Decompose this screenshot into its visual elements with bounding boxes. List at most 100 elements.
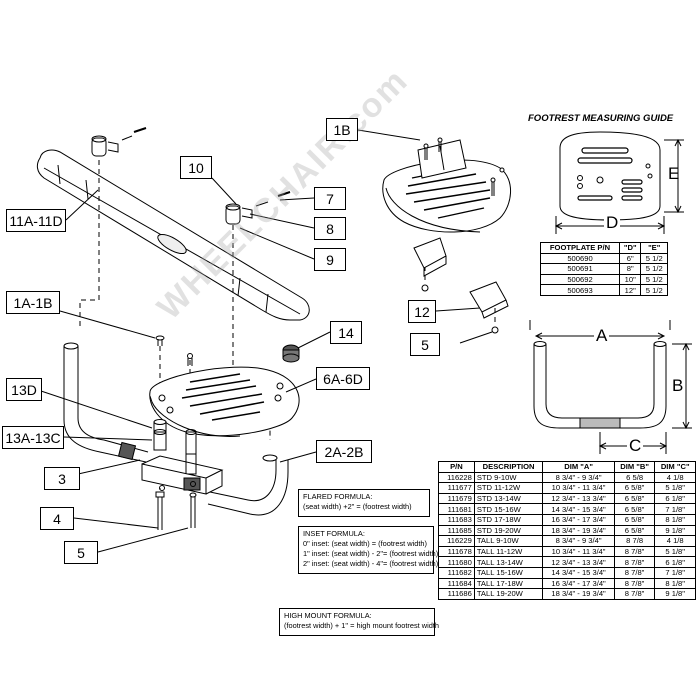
- callout-7: 7: [314, 187, 346, 210]
- formula-line: (footrest width) + 1" = high mount footr…: [284, 621, 440, 630]
- table-cell: STD 19-20W: [473, 524, 544, 537]
- table-cell: 5 1/2: [640, 252, 668, 265]
- callout-13a-13c: 13A-13C: [2, 426, 64, 449]
- table-cell: 12 3/4" - 13 3/4": [542, 492, 615, 505]
- callout-9: 9: [314, 248, 346, 271]
- table-cell: 111681: [438, 503, 475, 515]
- table-cell: 16 3/4" - 17 3/4": [542, 577, 615, 590]
- formula-line: 1" inset: (seat width) - 2"= (footrest w…: [303, 549, 439, 558]
- table-cell: 8 7/8": [613, 545, 656, 558]
- angle-adjustable-footplate-drawing: [382, 137, 511, 334]
- cap-drawing: [282, 344, 300, 363]
- footplate-measure-drawing: [554, 131, 684, 234]
- table-header: DESCRIPTION: [473, 461, 544, 473]
- callout-13d: 13D: [6, 378, 42, 401]
- table-cell: STD 15-16W: [473, 503, 544, 515]
- spacer-drawing: [153, 419, 197, 475]
- table-cell: 6 5/8": [613, 482, 656, 494]
- callout-8: 8: [314, 217, 346, 240]
- table-cell: 111680: [438, 556, 475, 568]
- table-cell: STD 11-12W: [473, 482, 544, 494]
- table-cell: 8 7/8": [613, 556, 656, 568]
- footplate-table: FOOTPLATE P/N "D" "E" 500690 6" 5 1/2 50…: [539, 242, 668, 296]
- table-header: DIM "A": [542, 461, 615, 473]
- table-cell: 6 5/8": [613, 492, 656, 505]
- dim-d-label: D: [604, 213, 621, 233]
- callout-5-right: 5: [410, 333, 440, 356]
- table-row: 500692 10" 5 1/2: [539, 273, 668, 286]
- table-header: "E": [640, 242, 668, 254]
- callout-6a-6d: 6A-6D: [316, 367, 370, 390]
- table-cell: 10 3/4" - 11 3/4": [542, 482, 615, 494]
- callout-1a-1b: 1A-1B: [6, 291, 60, 314]
- table-cell: 5 1/8": [654, 482, 696, 494]
- table-cell: 10 3/4" - 11 3/4": [542, 545, 615, 558]
- callout-4: 4: [40, 507, 74, 530]
- table-cell: TALL 9-10W: [473, 535, 544, 547]
- table-cell: 8 7/8": [613, 588, 656, 600]
- calf-pad-drawing: [36, 149, 310, 321]
- table-cell: 5 1/8": [654, 545, 696, 558]
- table-cell: STD 13-14W: [473, 492, 544, 505]
- table-cell: 500693: [539, 284, 621, 296]
- pad-clamp-drawing: [91, 127, 147, 157]
- table-row: 500691 8" 5 1/2: [539, 263, 668, 275]
- dim-e-label: E: [668, 164, 680, 183]
- table-cell: 6 1/8": [654, 492, 696, 505]
- callout-1b: 1B: [326, 118, 358, 141]
- table-cell: 8 1/8": [654, 513, 696, 526]
- table-row: 500693 12" 5 1/2: [539, 284, 668, 296]
- dim-b-label: B: [670, 376, 686, 396]
- callout-2a-2b: 2A-2B: [316, 440, 372, 463]
- table-cell: 8 7/8": [613, 566, 656, 579]
- callout-11a-11d: 11A-11D: [6, 209, 66, 232]
- table-cell: 500692: [539, 273, 621, 286]
- table-cell: 116229: [438, 535, 475, 547]
- high-mount-formula-box: HIGH MOUNT FORMULA: (footrest width) + 1…: [279, 608, 440, 636]
- table-cell: 5 1/2: [640, 263, 668, 275]
- table-cell: 116228: [438, 471, 475, 484]
- callout-12: 12: [408, 300, 436, 323]
- footplate-drawing: [149, 353, 300, 438]
- table-cell: 6 5/8": [613, 524, 656, 537]
- table-cell: 4 1/8: [654, 471, 696, 484]
- table-cell: TALL 19-20W: [473, 588, 544, 600]
- table-header: DIM "C": [654, 461, 696, 473]
- table-cell: 5 1/2: [640, 273, 668, 286]
- table-cell: 10": [619, 273, 642, 286]
- table-header: "D": [619, 242, 642, 254]
- formula-line: HIGH MOUNT FORMULA:: [284, 611, 372, 620]
- table-cell: 111679: [438, 492, 475, 505]
- parts-table: P/N DESCRIPTION DIM "A" DIM "B" DIM "C" …: [438, 461, 696, 600]
- table-cell: 14 3/4" - 15 3/4": [542, 503, 615, 515]
- table-cell: 4 1/8: [654, 535, 696, 547]
- bolt-drawing: [155, 481, 197, 530]
- table-cell: 111685: [438, 524, 475, 537]
- table-cell: 6": [619, 252, 642, 265]
- table-cell: 16 3/4" - 17 3/4": [542, 513, 615, 526]
- table-cell: 5 1/2: [640, 284, 668, 296]
- measuring-guide-title: FOOTREST MEASURING GUIDE: [528, 113, 674, 124]
- table-cell: 8 7/8": [613, 577, 656, 590]
- table-cell: STD 17-18W: [473, 513, 544, 526]
- table-cell: 6 5/8: [613, 471, 656, 484]
- table-cell: TALL 13-14W: [473, 556, 544, 568]
- table-header-row: P/N DESCRIPTION DIM "A" DIM "B" DIM "C": [438, 461, 696, 473]
- table-cell: TALL 15-16W: [473, 566, 544, 579]
- formula-line: INSET FORMULA:: [303, 529, 365, 538]
- table-cell: 14 3/4" - 15 3/4": [542, 566, 615, 579]
- table-cell: TALL 11-12W: [473, 545, 544, 558]
- callout-14: 14: [330, 321, 362, 344]
